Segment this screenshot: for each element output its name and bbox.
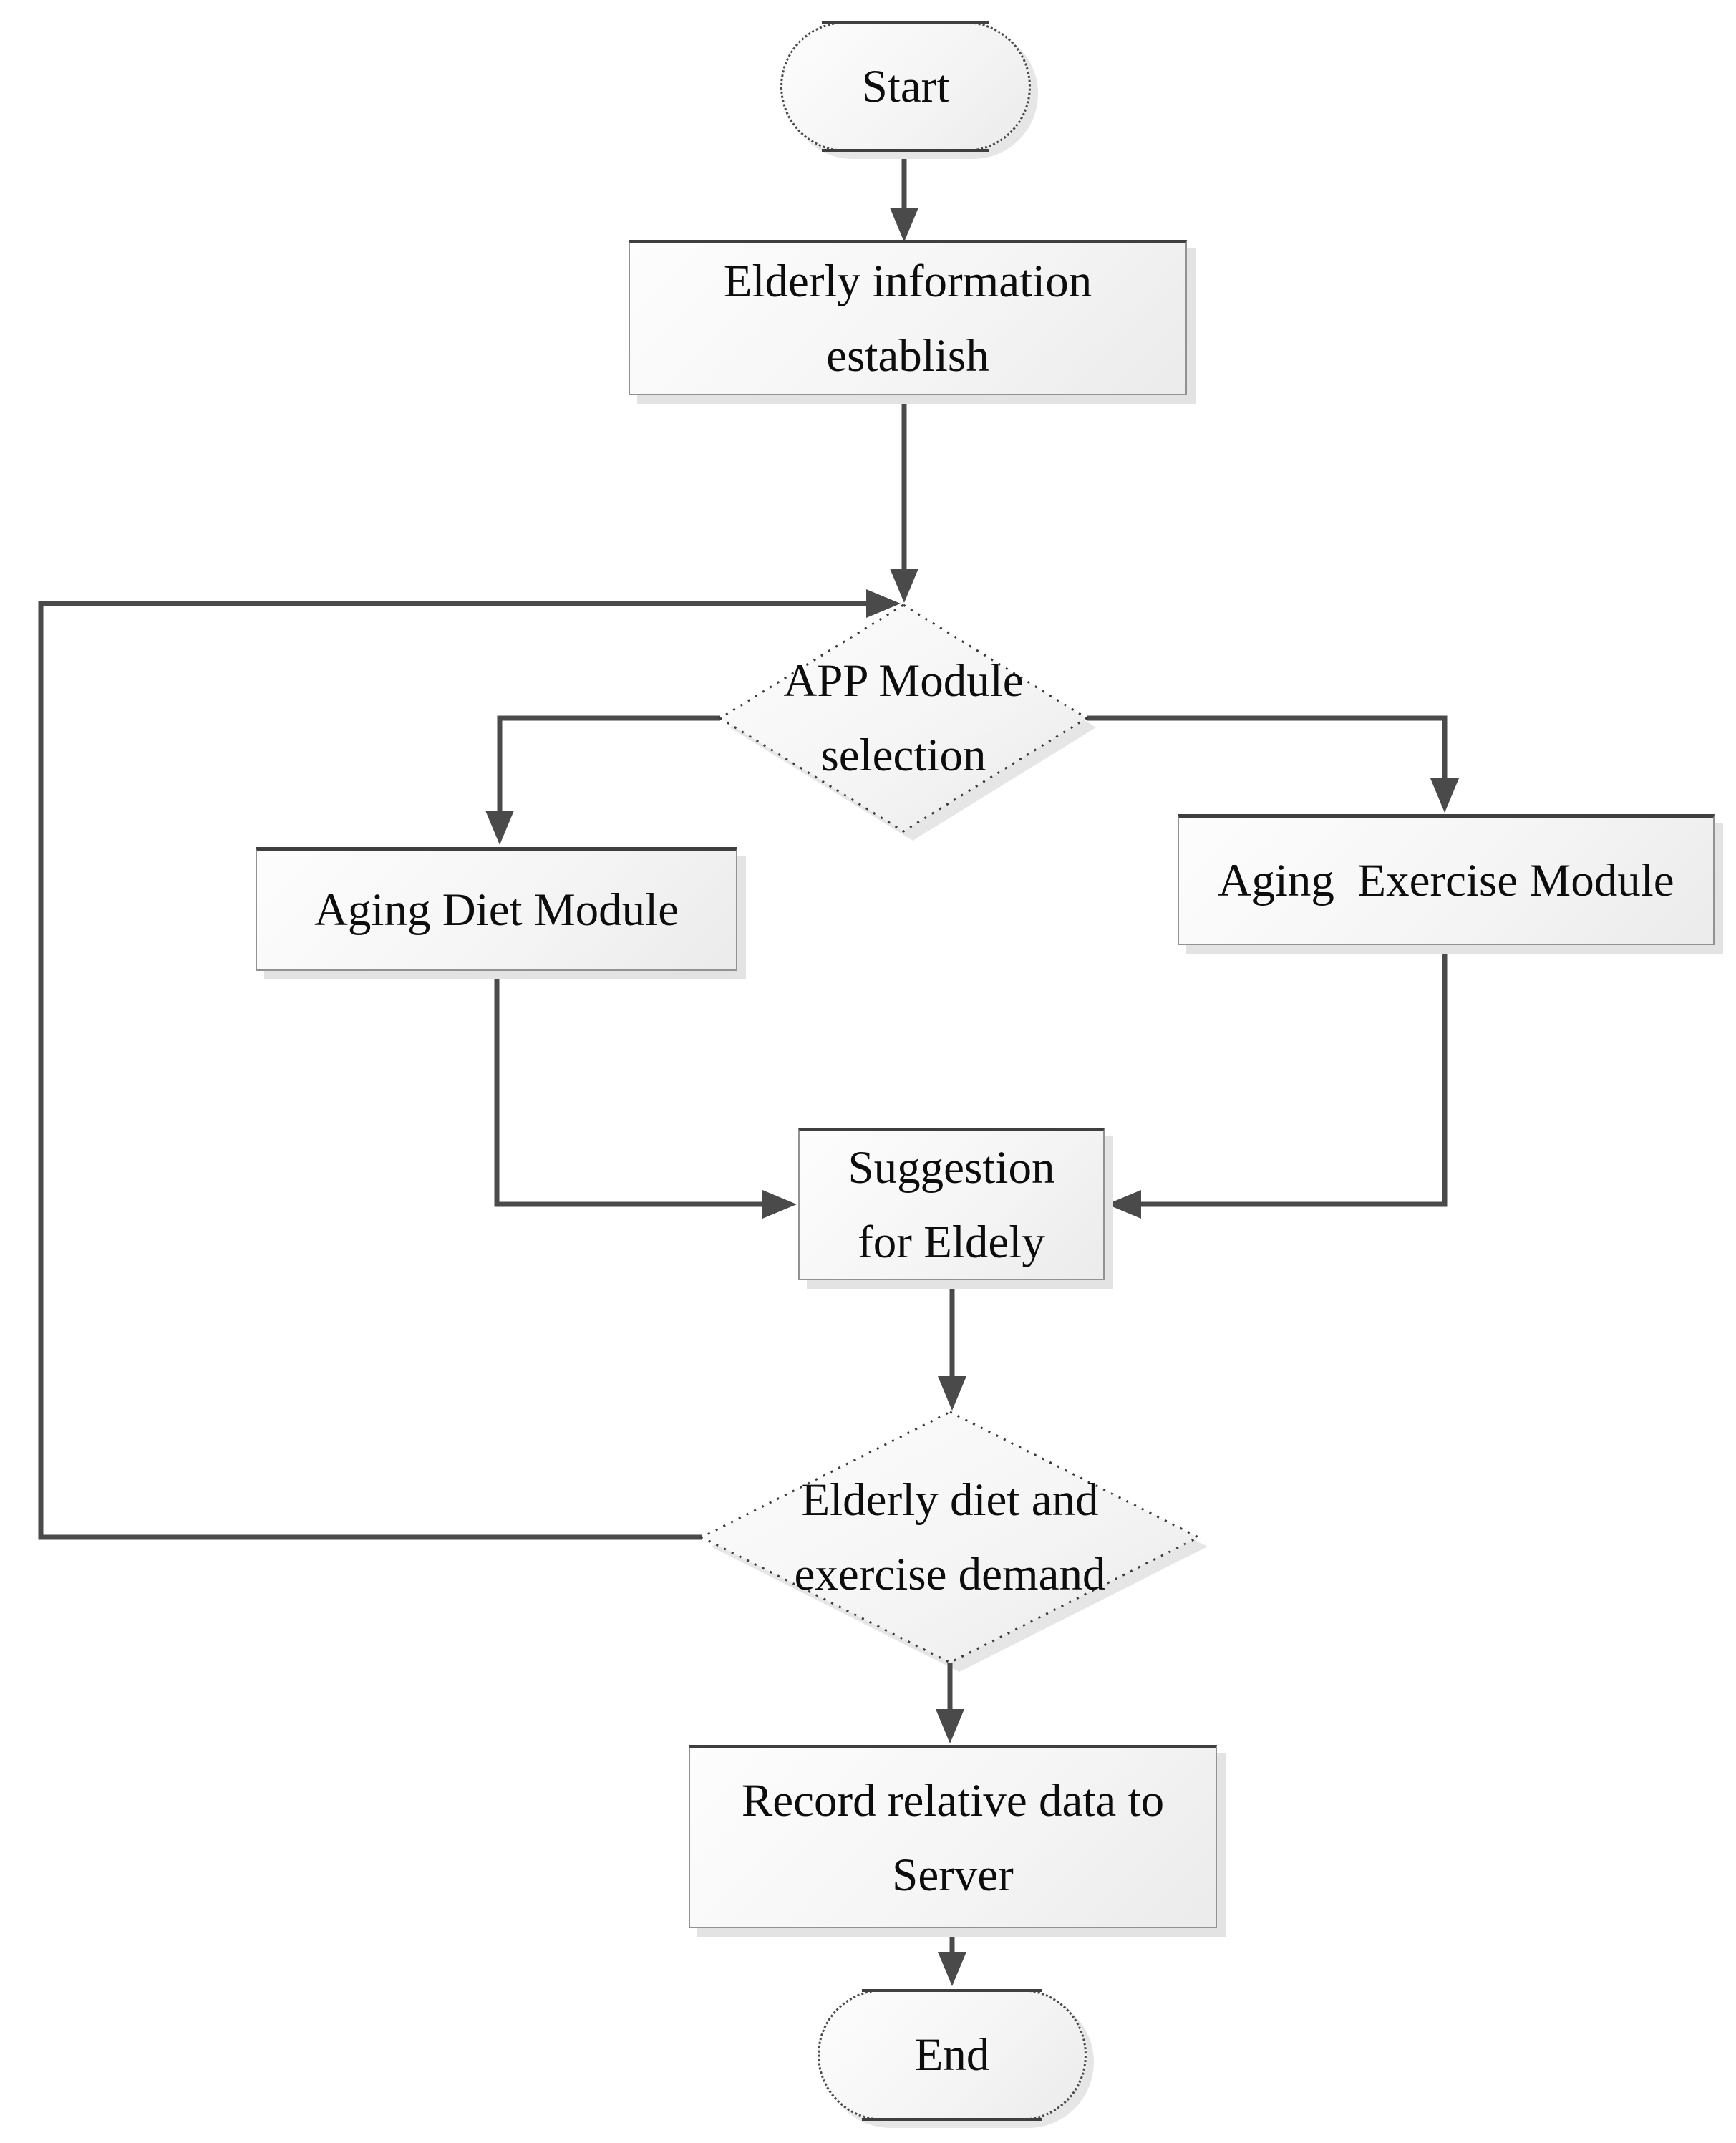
edge-suggestion-demand	[938, 1280, 966, 1411]
edge-selection-exercise	[1087, 715, 1459, 813]
edge-start-info	[890, 152, 918, 242]
decision-app-module-selection	[718, 604, 1089, 833]
edge-info-selection	[890, 395, 918, 603]
edge-exercise-suggestion	[1107, 945, 1448, 1219]
arrowhead	[762, 1190, 797, 1219]
arrowhead	[890, 569, 918, 603]
decision-label-app-module-selection: APP Module selection	[783, 655, 1024, 781]
node-start: Start	[780, 21, 1031, 152]
loop-back-edge	[38, 589, 901, 1540]
edge-selection-diet	[485, 715, 720, 845]
arrowhead	[1107, 1190, 1141, 1219]
node-aging-exercise-module: Aging Exercise Module	[1178, 814, 1715, 945]
node-suggestion-for-eldely: Suggestion for Eldely	[798, 1128, 1105, 1280]
node-aging-diet-module: Aging Diet Module	[256, 847, 737, 971]
edge-diet-suggestion	[494, 971, 797, 1219]
arrowhead	[1430, 778, 1459, 813]
edge-demand-record	[936, 1663, 964, 1743]
node-record-relative-data-to-server: Record relative data to Server	[689, 1745, 1217, 1928]
arrowhead	[890, 208, 918, 242]
arrowhead	[936, 1709, 964, 1743]
arrowhead	[938, 1952, 966, 1986]
arrowhead	[485, 811, 514, 845]
arrowhead	[866, 589, 901, 618]
decision-diet-exercise-demand	[699, 1411, 1201, 1664]
node-end: End	[818, 1989, 1087, 2121]
node-elderly-information-establish: Elderly information establish	[629, 240, 1187, 395]
decision-label-diet-exercise-demand: Elderly diet and exercise demand	[794, 1474, 1106, 1600]
edge-record-end	[938, 1928, 966, 1986]
arrowhead	[938, 1376, 966, 1411]
